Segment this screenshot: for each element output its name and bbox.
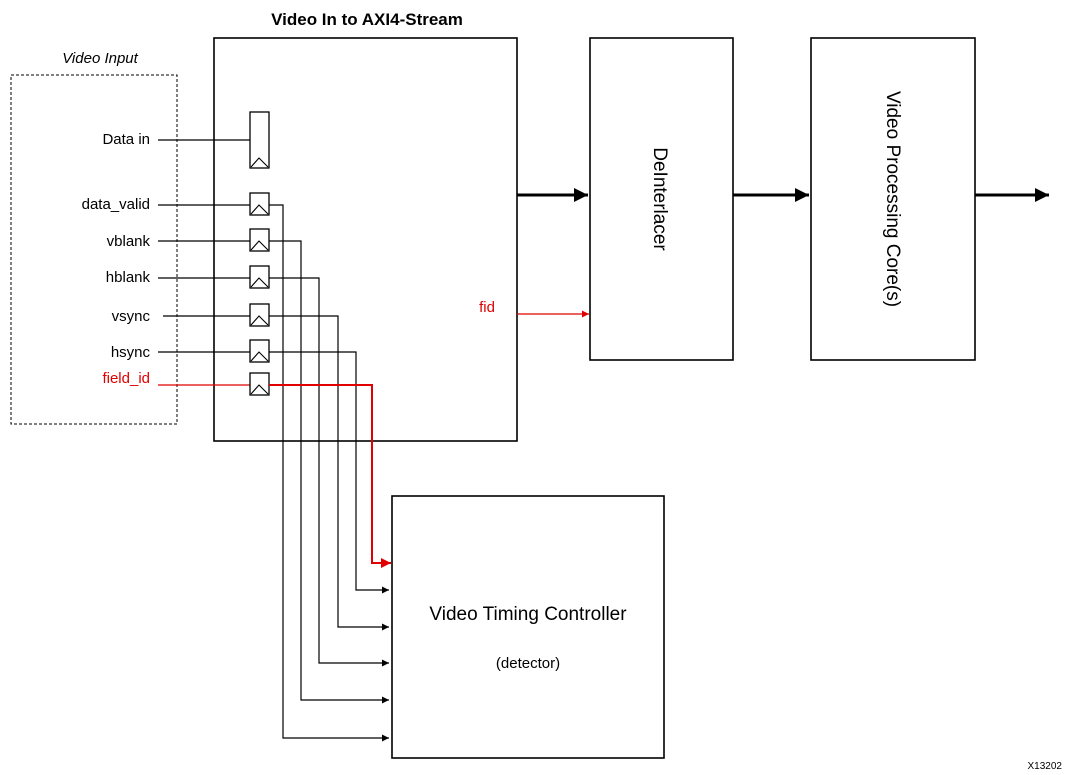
- register-field-id: [249, 372, 270, 396]
- figure-id: X13202: [1028, 761, 1063, 772]
- route-field-id: [269, 384, 391, 568]
- signal-label-vblank: vblank: [107, 233, 151, 250]
- vtc-sublabel: (detector): [496, 655, 560, 672]
- fid-label: fid: [479, 299, 495, 316]
- processing-core-label: Video Processing Core(s): [882, 91, 903, 307]
- route-hblank: [269, 277, 389, 667]
- register-data-valid: [249, 192, 270, 216]
- route-vblank: [269, 240, 389, 704]
- signal-label-data-valid: data_valid: [82, 196, 150, 213]
- deinterlacer-label: DeInterlacer: [649, 147, 670, 251]
- route-hsync: [269, 351, 389, 594]
- processing-core-block: [810, 37, 976, 361]
- register-hsync: [249, 339, 270, 363]
- register-hblank: [249, 265, 270, 289]
- video-input-group: [10, 74, 178, 425]
- signal-label-vsync: vsync: [112, 308, 151, 325]
- signal-label-data-in: Data in: [102, 131, 150, 148]
- data-register: [249, 111, 270, 169]
- axi-block-title: Video In to AXI4-Stream: [271, 10, 463, 29]
- register-vsync: [249, 303, 270, 327]
- vtc-label: Video Timing Controller: [429, 604, 627, 625]
- video-input-title: Video Input: [62, 50, 138, 67]
- signal-label-hsync: hsync: [111, 344, 151, 361]
- register-vblank: [249, 228, 270, 252]
- signal-label-hblank: hblank: [106, 269, 151, 286]
- signal-label-field-id: field_id: [102, 370, 150, 387]
- route-vsync: [269, 315, 389, 631]
- vtc-block: [391, 495, 665, 759]
- deinterlacer-block: [589, 37, 734, 361]
- route-data-valid: [269, 204, 389, 742]
